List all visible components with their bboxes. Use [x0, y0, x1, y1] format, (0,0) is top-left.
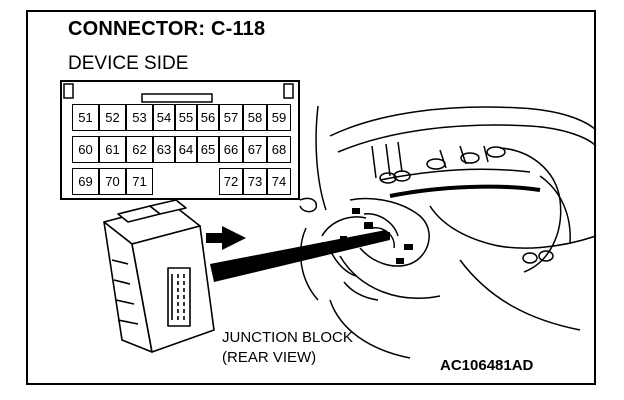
pin-72: 72 — [219, 168, 243, 195]
dashboard-illustration — [299, 105, 597, 359]
pin-73: 73 — [243, 168, 267, 195]
junction-block-illustration — [103, 199, 215, 353]
connector-subtitle: DEVICE SIDE — [68, 53, 189, 74]
pin-71: 71 — [126, 168, 153, 195]
pin-70: 70 — [99, 168, 126, 195]
arrow-icon — [206, 226, 246, 250]
pin-68: 68 — [267, 136, 291, 163]
pin-59: 59 — [267, 104, 291, 131]
pin-51: 51 — [72, 104, 99, 131]
pin-74: 74 — [267, 168, 291, 195]
figure-frame — [26, 10, 596, 385]
pin-60: 60 — [72, 136, 99, 163]
pin-62: 62 — [126, 136, 153, 163]
pin-67: 67 — [243, 136, 267, 163]
pin-56: 56 — [197, 104, 219, 131]
pin-53: 53 — [126, 104, 153, 131]
connector-face — [60, 80, 300, 200]
pin-63: 63 — [153, 136, 175, 163]
pin-58: 58 — [243, 104, 267, 131]
callout-line-2: (REAR VIEW) — [222, 349, 317, 366]
pin-69: 69 — [72, 168, 99, 195]
pin-55: 55 — [175, 104, 197, 131]
pin-54: 54 — [153, 104, 175, 131]
pin-66: 66 — [219, 136, 243, 163]
pin-52: 52 — [99, 104, 126, 131]
callout-line-1: JUNCTION BLOCK — [222, 329, 353, 346]
pin-64: 64 — [175, 136, 197, 163]
figure-id: AC106481AD — [440, 357, 534, 374]
connector-title: CONNECTOR: C-118 — [68, 18, 266, 40]
pin-57: 57 — [219, 104, 243, 131]
pin-65: 65 — [197, 136, 219, 163]
pin-61: 61 — [99, 136, 126, 163]
